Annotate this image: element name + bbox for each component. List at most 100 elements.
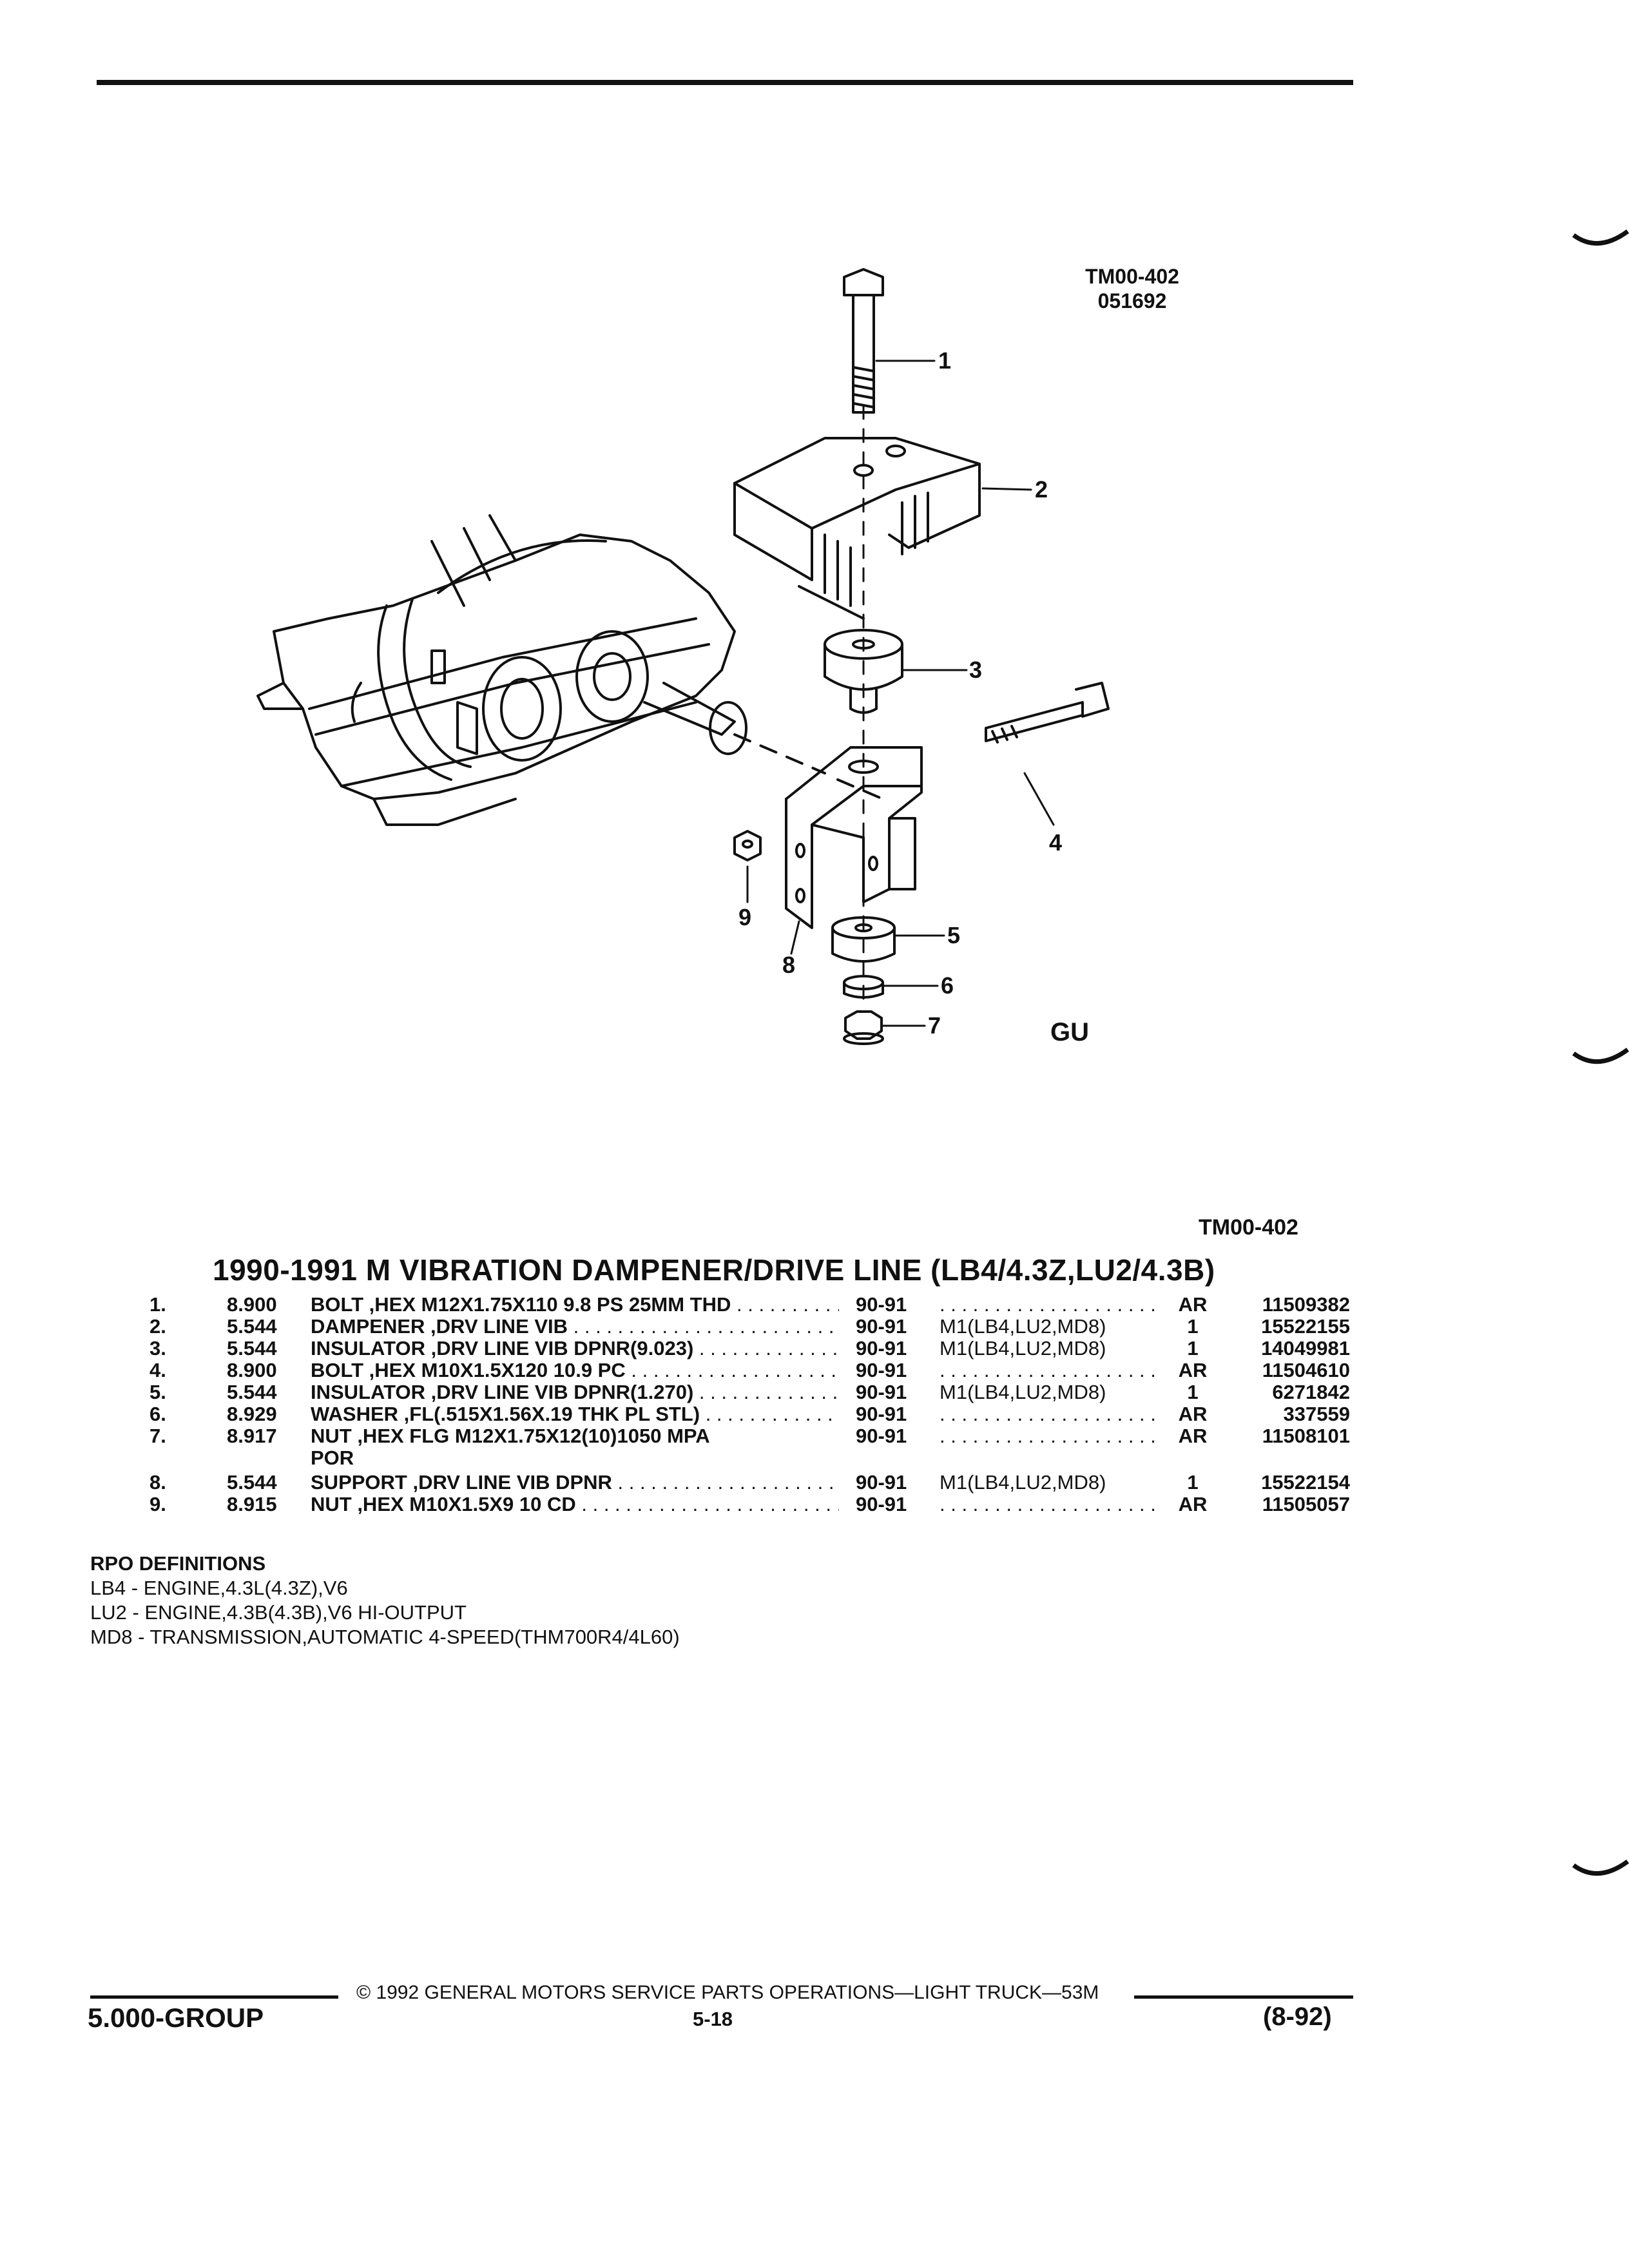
reference-code: TM00-402 <box>1199 1215 1298 1240</box>
page-number: 5-18 <box>693 2008 733 2030</box>
part-number: 14049981 <box>1261 1337 1350 1360</box>
part-1-bolt <box>843 268 884 414</box>
footer-group: 5.000-GROUP <box>88 2003 264 2033</box>
item-number: 1. <box>149 1293 166 1316</box>
quantity: 1 <box>1187 1381 1199 1403</box>
group-number: 8.915 <box>227 1493 277 1515</box>
item-number: 6. <box>149 1403 166 1425</box>
part-description: INSULATOR ,DRV LINE VIB DPNR(1.270) <box>311 1381 839 1403</box>
group-number: 5.544 <box>227 1381 277 1403</box>
group-number: 8.917 <box>227 1425 277 1447</box>
model-years: 90-91 <box>856 1337 907 1360</box>
usage <box>940 1294 1159 1316</box>
group-number: 5.544 <box>227 1337 277 1360</box>
usage: M1(LB4,LU2,MD8) <box>940 1316 1106 1338</box>
gu-logo: GU <box>1050 1018 1089 1046</box>
footer-copyright: © 1992 GENERAL MOTORS SERVICE PARTS OPER… <box>356 1982 1099 2003</box>
item-number: 9. <box>149 1493 166 1515</box>
section-title: 1990-1991 M VIBRATION DAMPENER/DRIVE LIN… <box>213 1253 1215 1287</box>
part-description: NUT ,HEX M10X1.5X9 10 CD <box>311 1494 839 1515</box>
quantity: AR <box>1178 1359 1208 1381</box>
footer-rule-left <box>90 1995 338 1999</box>
model-years: 90-91 <box>856 1425 907 1447</box>
callout-9: 9 <box>738 904 751 930</box>
group-number: 8.900 <box>227 1359 277 1381</box>
part-description: BOLT ,HEX M12X1.75X110 9.8 PS 25MM THD <box>311 1294 839 1316</box>
group-number: 8.929 <box>227 1403 277 1425</box>
part-description: INSULATOR ,DRV LINE VIB DPNR(9.023) <box>311 1338 839 1360</box>
usage: M1(LB4,LU2,MD8) <box>940 1472 1106 1494</box>
part-number: 337559 <box>1283 1403 1350 1425</box>
model-years: 90-91 <box>856 1471 907 1494</box>
part-number: 15522154 <box>1261 1471 1350 1494</box>
group-number: 5.544 <box>227 1315 277 1338</box>
rpo-line: LU2 - ENGINE,4.3B(4.3B),V6 HI-OUTPUT <box>90 1601 467 1624</box>
part-2-dampener <box>733 437 981 620</box>
top-rule <box>97 80 1353 85</box>
part-description-continued: POR <box>311 1447 354 1469</box>
part-description: BOLT ,HEX M10X1.5X120 10.9 PC <box>311 1360 839 1381</box>
quantity: AR <box>1178 1493 1208 1515</box>
exploded-parts-diagram: 1 2 3 4 5 6 7 8 9 GU <box>256 268 1110 1046</box>
part-4-bolt <box>985 682 1110 744</box>
quantity: AR <box>1178 1293 1208 1316</box>
item-number: 2. <box>149 1315 166 1338</box>
part-3-insulator <box>824 629 903 714</box>
group-number: 8.900 <box>227 1293 277 1316</box>
part-number: 11505057 <box>1262 1493 1350 1515</box>
figure-code-line2: 051692 <box>1097 289 1167 312</box>
part-number: 11508101 <box>1262 1425 1350 1447</box>
usage: M1(LB4,LU2,MD8) <box>940 1338 1106 1360</box>
model-years: 90-91 <box>856 1493 907 1515</box>
usage <box>940 1425 1159 1447</box>
item-number: 7. <box>149 1425 166 1447</box>
part-description: WASHER ,FL(.515X1.56X.19 THK PL STL) <box>311 1403 839 1425</box>
part-description: DAMPENER ,DRV LINE VIB <box>311 1316 839 1338</box>
item-number: 8. <box>149 1471 166 1494</box>
item-number: 4. <box>149 1359 166 1381</box>
part-number: 11504610 <box>1262 1359 1350 1381</box>
callout-8: 8 <box>782 952 795 978</box>
part-description: NUT ,HEX FLG M12X1.75X12(10)1050 MPA <box>311 1425 710 1447</box>
part-5-insulator <box>831 916 896 963</box>
part-number: 11509382 <box>1262 1293 1350 1316</box>
item-number: 5. <box>149 1381 166 1403</box>
part-6-washer <box>843 975 884 999</box>
footer-date: (8-92) <box>1263 2003 1332 2031</box>
binder-mark-bottom <box>1572 1860 1629 1876</box>
rpo-title: RPO DEFINITIONS <box>90 1552 266 1575</box>
rpo-line: LB4 - ENGINE,4.3L(4.3Z),V6 <box>90 1577 348 1599</box>
callout-6: 6 <box>941 972 954 999</box>
part-8-support-bracket <box>785 746 923 929</box>
part-7-flange-nut <box>843 1010 884 1045</box>
quantity: AR <box>1178 1425 1208 1447</box>
quantity: AR <box>1178 1403 1208 1425</box>
usage <box>940 1360 1159 1381</box>
model-years: 90-91 <box>856 1293 907 1316</box>
item-number: 3. <box>149 1337 166 1360</box>
model-years: 90-91 <box>856 1359 907 1381</box>
usage <box>940 1494 1159 1515</box>
part-9-nut <box>733 830 762 861</box>
callout-7: 7 <box>928 1012 941 1039</box>
rpo-definitions: RPO DEFINITIONS LB4 - ENGINE,4.3L(4.3Z),… <box>90 1552 680 1649</box>
model-years: 90-91 <box>856 1381 907 1403</box>
callout-3: 3 <box>969 657 982 683</box>
binder-mark-top <box>1572 229 1629 245</box>
model-years: 90-91 <box>856 1403 907 1425</box>
callout-1: 1 <box>938 347 951 374</box>
footer-rule-right <box>1134 1995 1353 1999</box>
callout-4: 4 <box>1049 829 1062 856</box>
figure-code: TM00-402 051692 <box>1052 264 1213 313</box>
quantity: 1 <box>1187 1315 1199 1338</box>
transmission-illustration <box>256 514 747 826</box>
callout-2: 2 <box>1035 476 1048 503</box>
part-number: 6271842 <box>1272 1381 1350 1403</box>
usage <box>940 1403 1159 1425</box>
part-description: SUPPORT ,DRV LINE VIB DPNR <box>311 1472 839 1494</box>
usage: M1(LB4,LU2,MD8) <box>940 1381 1106 1403</box>
group-number: 5.544 <box>227 1471 277 1494</box>
part-number: 15522155 <box>1261 1315 1350 1338</box>
callout-5: 5 <box>947 922 960 948</box>
model-years: 90-91 <box>856 1315 907 1338</box>
